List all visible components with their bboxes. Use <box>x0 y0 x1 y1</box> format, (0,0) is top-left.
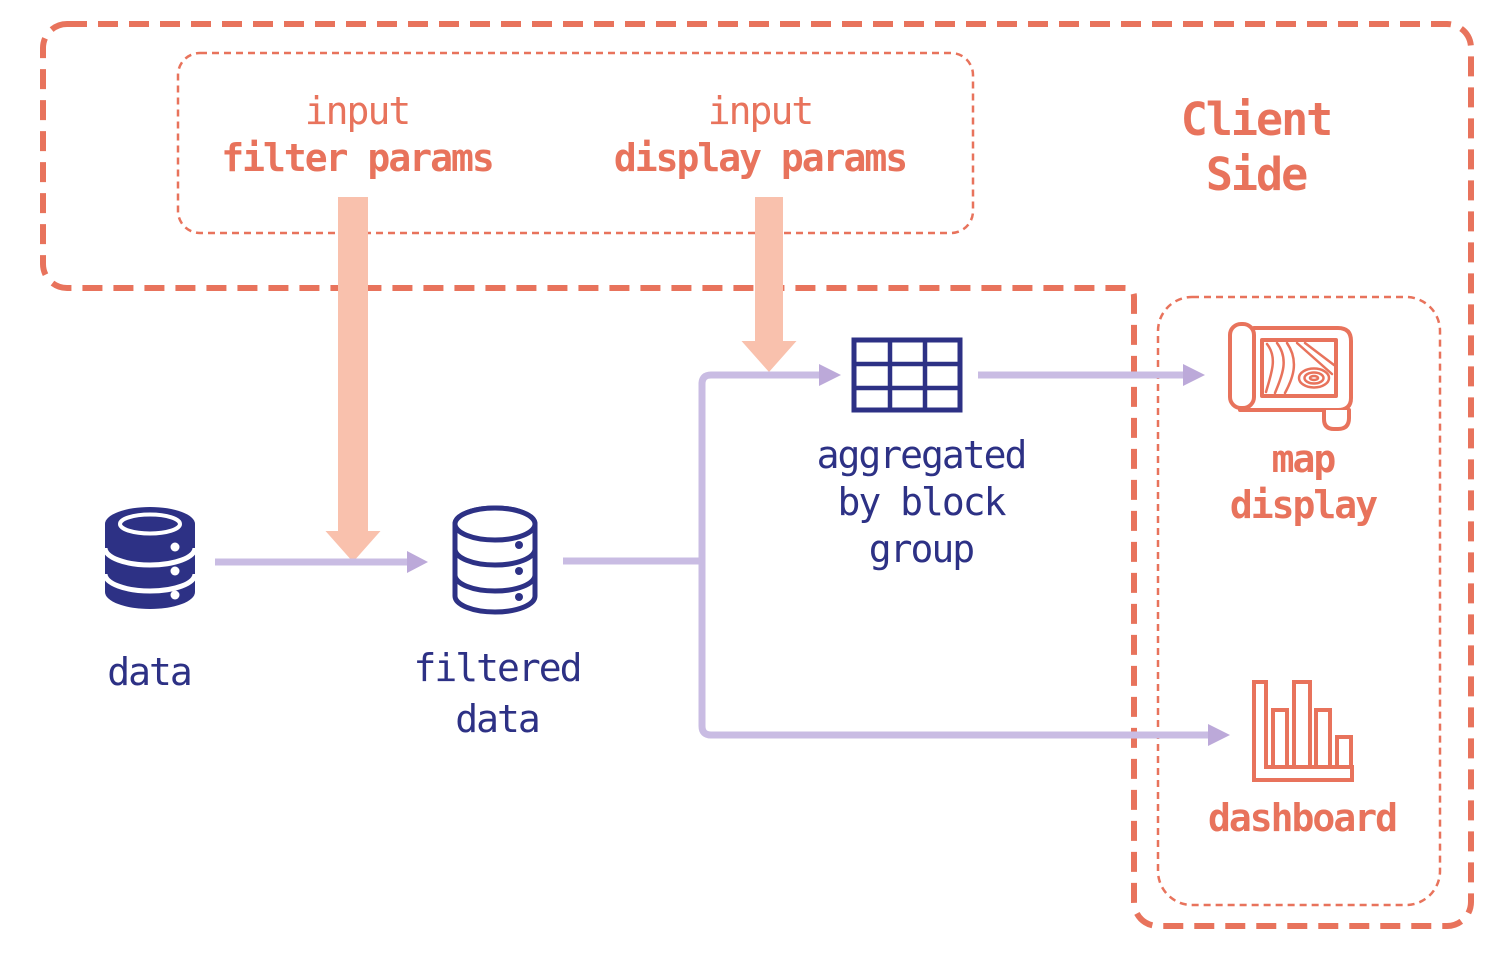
map-icon <box>1228 322 1353 431</box>
database-icon <box>102 507 198 609</box>
filter-params-label: input filter params <box>221 88 494 182</box>
filter-params-arrow <box>325 197 381 562</box>
client-side-title: Client Side <box>1180 93 1334 201</box>
map-display-label: map display <box>1229 437 1378 527</box>
aggregated-label: aggregated by block group <box>816 433 1028 571</box>
data-label: data <box>107 650 193 694</box>
display-params-arrow <box>741 197 797 372</box>
arrowhead-into-filtered <box>407 551 428 573</box>
arrowhead-into-map <box>1183 364 1205 386</box>
display-params-text: display params <box>613 136 908 180</box>
filter-params-prefix: input <box>304 89 411 133</box>
arrowhead-into-table <box>819 364 841 386</box>
display-params-label: input display params <box>613 88 908 182</box>
client-side-border <box>40 21 1474 929</box>
table-grid-icon <box>851 337 963 413</box>
filter-params-text: filter params <box>221 136 494 180</box>
database-outline-icon <box>452 505 538 615</box>
display-params-prefix: input <box>707 89 814 133</box>
flow-connectors <box>215 371 1208 739</box>
filtered-branch-connector <box>563 371 1208 739</box>
filtered-data-label: filtered data <box>413 646 582 741</box>
params-box-border <box>176 51 975 235</box>
bar-chart-icon <box>1252 680 1354 782</box>
arrowhead-into-dashboard <box>1208 724 1230 746</box>
flow-arrowheads <box>407 364 1230 746</box>
output-box-border <box>1156 295 1442 907</box>
dashboard-label: dashboard <box>1208 796 1398 840</box>
